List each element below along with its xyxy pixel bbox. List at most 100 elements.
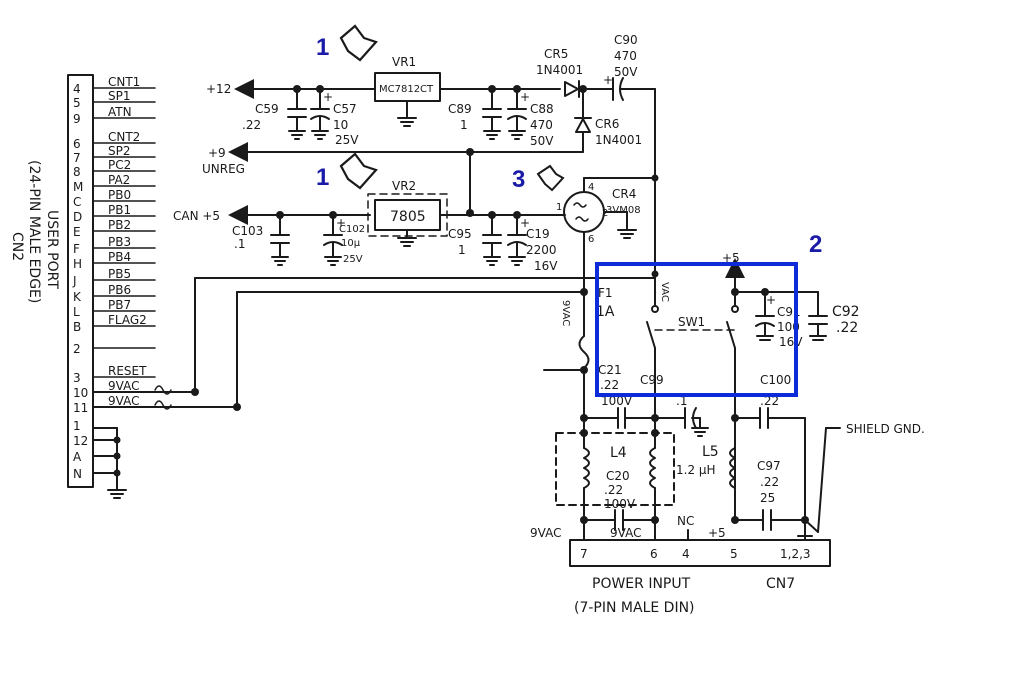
user-port-pin-number: C <box>73 195 81 209</box>
c99-label: C99 <box>640 373 664 387</box>
svg-text:2: 2 <box>602 208 608 219</box>
user-port-pin-number: B <box>73 320 81 334</box>
arrow-icon <box>339 24 378 62</box>
svg-text:4: 4 <box>588 182 594 193</box>
user-port-subtitle: (24-PIN MALE EDGE) <box>26 160 42 303</box>
user-port-pin-number: 4 <box>73 82 81 96</box>
user-port-pin-number: N <box>73 467 82 481</box>
user-port-signal: PB0 <box>108 188 131 202</box>
switch-section: VAC SW1 +5 <box>646 251 819 521</box>
user-port-signal: SP1 <box>108 89 131 103</box>
user-port-signal: FLAG2 <box>108 313 147 327</box>
user-port-pin-number: M <box>73 180 83 194</box>
user-port-body <box>67 74 94 488</box>
svg-text:1: 1 <box>556 202 562 213</box>
svg-text:6: 6 <box>588 234 594 245</box>
pin-7: 7 <box>580 547 588 561</box>
cr5-diode-icon <box>564 81 579 97</box>
user-port-signal: PB4 <box>108 250 131 264</box>
svg-text:+: + <box>766 293 776 307</box>
c20-voltage: 100V <box>604 497 636 511</box>
user-port-pin-number: 11 <box>73 401 88 415</box>
user-port-signal: RESET <box>108 364 147 378</box>
plus12-label: +12 <box>206 82 231 96</box>
arrow-icon <box>339 152 378 190</box>
user-port-title: USER PORT <box>44 210 60 289</box>
c20-value: .22 <box>604 483 623 497</box>
marker-3: 3 <box>512 166 525 193</box>
cr4-bridge: CR4 3VM08 4 1 6 2 <box>556 174 659 296</box>
svg-text:+: + <box>323 90 333 104</box>
cr4-bridge-icon <box>563 191 605 233</box>
can5-label: CAN +5 <box>173 209 220 223</box>
highlight-box <box>595 262 798 397</box>
c88-label: C88 <box>530 102 554 116</box>
user-port-signal: 9VAC <box>108 394 139 408</box>
c91-voltage: 16V <box>779 335 803 349</box>
c100-label: C100 <box>760 373 791 387</box>
c102-value: 10µ <box>341 238 361 249</box>
fuse-section: F1 1A 9VAC <box>543 286 615 421</box>
pin-6: 6 <box>650 547 658 561</box>
user-port-signal: SP2 <box>108 144 131 158</box>
c90-voltage: 50V <box>614 65 638 79</box>
cr6-label: CR6 <box>595 117 619 131</box>
user-port-pin-number: 7 <box>73 151 81 165</box>
cr5-part: 1N4001 <box>536 63 583 77</box>
user-port-pin-number: 8 <box>73 165 81 179</box>
c89-label: C89 <box>448 102 472 116</box>
c97-voltage: 25 <box>760 491 775 505</box>
user-port-pin-number: J <box>72 274 77 288</box>
l4-coil-icon <box>583 447 590 489</box>
power-input-body <box>569 539 831 567</box>
vr2-label: VR2 <box>392 179 416 193</box>
c19-label: C19 <box>526 227 550 241</box>
c57-voltage: 25V <box>335 133 359 147</box>
c88-value: 470 <box>530 118 553 132</box>
c92-label: C92 <box>832 304 860 320</box>
user-port-pin-number: 3 <box>73 371 81 385</box>
c20-label: C20 <box>606 469 630 483</box>
fuse-icon <box>578 335 590 369</box>
svg-text:+: + <box>336 216 346 230</box>
capacitor-icon: + <box>323 214 346 266</box>
capacitor-icon <box>482 214 502 266</box>
cap-labels: C59 .22 C57 10 25V C89 1 C88 470 50V C10… <box>232 102 558 273</box>
capacitor-icon <box>482 88 502 140</box>
capacitor-icon: + <box>310 88 333 140</box>
fuse-name: F1 <box>598 286 613 300</box>
switch-label: VAC <box>659 282 670 302</box>
marker-1-bottom: 1 <box>316 164 329 191</box>
pin-123: 1,2,3 <box>780 547 811 561</box>
output-caps: + C91 100 16V C92 .22 <box>755 291 860 349</box>
arrow-icon <box>536 164 565 192</box>
user-port-signal: PB6 <box>108 283 131 297</box>
fuse-rating: 1A <box>596 304 615 320</box>
user-port-pin-number: H <box>73 257 82 271</box>
c97-label: C97 <box>757 459 781 473</box>
l5-section: L5 1.2 µH C97 .22 25 SHIELD GND. <box>676 417 925 541</box>
cr5-label: CR5 <box>544 47 568 61</box>
sw1-contact-icon <box>651 305 659 313</box>
l5-value: 1.2 µH <box>676 463 716 477</box>
plus9-label: +9 <box>208 146 226 160</box>
svg-text:+: + <box>520 90 530 104</box>
c97-value: .22 <box>760 475 779 489</box>
vr1-section: +12 MC7812CT VR1 <box>206 55 561 214</box>
c59-value: .22 <box>242 118 261 132</box>
c90-value: 470 <box>614 49 637 63</box>
user-port-signal: CNT1 <box>108 75 140 89</box>
cr6-diode-icon <box>575 118 591 133</box>
sw1-label: SW1 <box>678 315 705 329</box>
c95-value: 1 <box>458 243 466 257</box>
power-input-subtitle: (7-PIN MALE DIN) <box>574 600 695 616</box>
cr6-part: 1N4001 <box>595 133 642 147</box>
user-port-pin-number: A <box>73 450 82 464</box>
user-port-pin-number: F <box>73 242 80 256</box>
unreg-label: UNREG <box>202 162 245 176</box>
filter-row: C99 .1 C21 .22 100V C100 .22 <box>580 363 806 437</box>
user-port-signal: 9VAC <box>108 379 139 393</box>
